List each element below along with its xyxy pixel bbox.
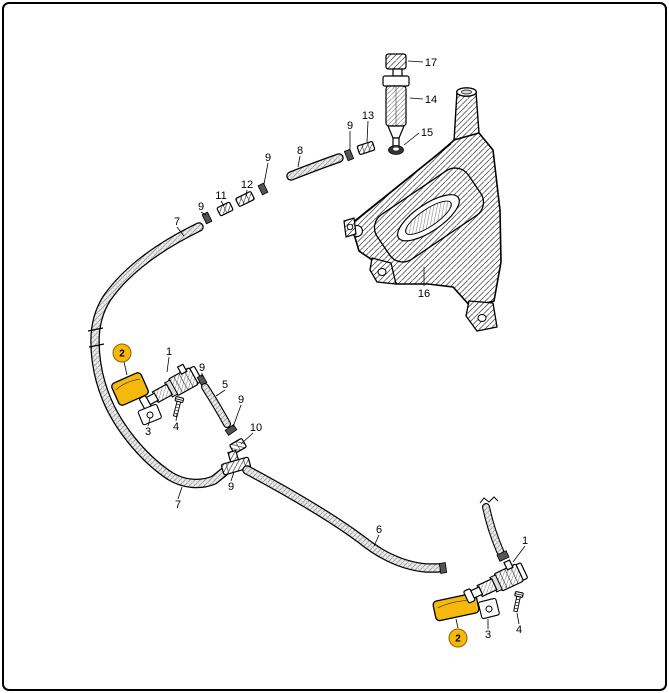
- hose-clamp-mark: [88, 343, 105, 348]
- bracket-right: [477, 597, 500, 620]
- callout-1-a: 1: [166, 346, 172, 358]
- cap-stem: [392, 68, 403, 77]
- screw-left: [170, 395, 185, 418]
- highlight-badge-right: 2: [448, 628, 468, 648]
- callout-labels: 17 14 15 13 9 8 9 12 11 9 7 16 1 9 5 9 1…: [112, 57, 528, 648]
- callout-16: 16: [418, 288, 430, 300]
- washer-pump: [382, 75, 410, 147]
- callout-17: 17: [425, 57, 437, 69]
- callout-14: 14: [425, 94, 437, 106]
- callout-12: 12: [241, 179, 253, 191]
- hose-6-end-fitting: [438, 562, 448, 574]
- callout-15: 15: [421, 127, 433, 139]
- bracket-left: [137, 403, 162, 426]
- callout-9-e: 9: [238, 394, 244, 406]
- connector-9-c: [201, 211, 213, 225]
- washer-fluid-reservoir: [343, 87, 502, 332]
- leader-lines: [123, 60, 526, 629]
- callout-11: 11: [215, 190, 226, 202]
- connector-9-a: [343, 148, 355, 162]
- badge-2-left-label: 2: [119, 349, 125, 360]
- callout-9-d: 9: [199, 362, 205, 374]
- callout-3-a: 3: [145, 426, 151, 438]
- pump-grommet: [388, 145, 404, 155]
- hose-cut-mark: [479, 496, 499, 504]
- callout-4-b: 4: [516, 624, 522, 636]
- callout-5: 5: [222, 379, 228, 391]
- callout-9-f: 9: [228, 481, 234, 493]
- callout-7-b: 7: [175, 499, 181, 511]
- nozzle-cover-left: [111, 372, 149, 406]
- connector-13: [356, 141, 376, 155]
- callout-4-a: 4: [173, 421, 179, 433]
- washer-pump-assembly: [382, 53, 410, 155]
- hose-6: [242, 465, 443, 573]
- badge-2-right-label: 2: [455, 634, 461, 645]
- connector-9-b: [257, 182, 269, 196]
- connector-9-e: [224, 424, 238, 436]
- hose-5: [201, 383, 231, 428]
- hose-clamp-mark: [87, 327, 104, 332]
- callout-7-a: 7: [174, 216, 180, 228]
- screw-right: [511, 590, 524, 613]
- callout-13: 13: [362, 110, 374, 122]
- connector-11: [216, 201, 234, 217]
- callout-9-c: 9: [198, 201, 204, 213]
- hose-vertical-right: [479, 496, 504, 555]
- callout-8: 8: [297, 145, 303, 157]
- connector-12: [235, 191, 255, 207]
- elbow-connector-right: [496, 550, 510, 562]
- callout-9-a: 9: [347, 120, 353, 132]
- callout-1-b: 1: [522, 535, 528, 547]
- callout-10: 10: [250, 422, 262, 434]
- tee-connector: [220, 449, 252, 476]
- callout-3-b: 3: [485, 629, 491, 641]
- hose-8: [286, 153, 344, 181]
- connector-10: [229, 438, 247, 454]
- hose-7: [87, 222, 229, 489]
- callout-9-b: 9: [265, 152, 271, 164]
- pump-cap: [385, 53, 407, 70]
- callout-6: 6: [376, 524, 382, 536]
- highlight-badge-left: 2: [112, 343, 132, 363]
